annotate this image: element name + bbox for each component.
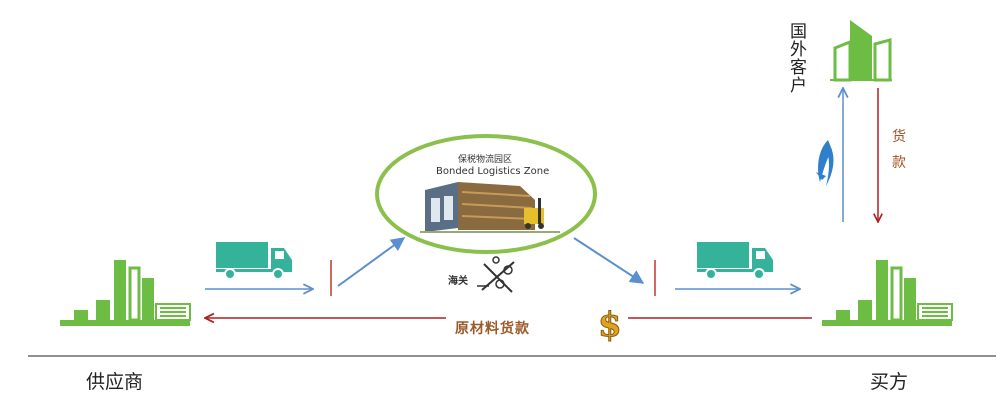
building-icon (830, 20, 892, 82)
customs-label: 海关 (448, 276, 468, 287)
raw-material-payment-label: 原材料货款 (455, 321, 530, 337)
dollar-icon: $ (598, 305, 623, 346)
airline-icon (816, 140, 834, 186)
truck-icon-right (696, 241, 774, 280)
buyer-label: 买方 (870, 371, 909, 393)
goods-arrow-into-zone (337, 237, 406, 287)
payment-vertical-label: 货款 (892, 129, 906, 171)
zone-english-title: Bonded Logistics Zone (436, 166, 550, 177)
customs-icon (477, 256, 515, 293)
foreign-customer-label: 国外客户 (790, 22, 807, 96)
zone-chinese-title: 保税物流园区 (458, 155, 513, 165)
supplier-factory-icon (58, 258, 192, 328)
svg-text:$: $ (598, 305, 622, 345)
goods-arrow-out-zone (573, 237, 645, 284)
warehouse-icon (420, 182, 560, 233)
buyer-factory-icon (820, 258, 954, 328)
truck-icon-left (215, 241, 293, 280)
supplier-label: 供应商 (86, 371, 144, 393)
